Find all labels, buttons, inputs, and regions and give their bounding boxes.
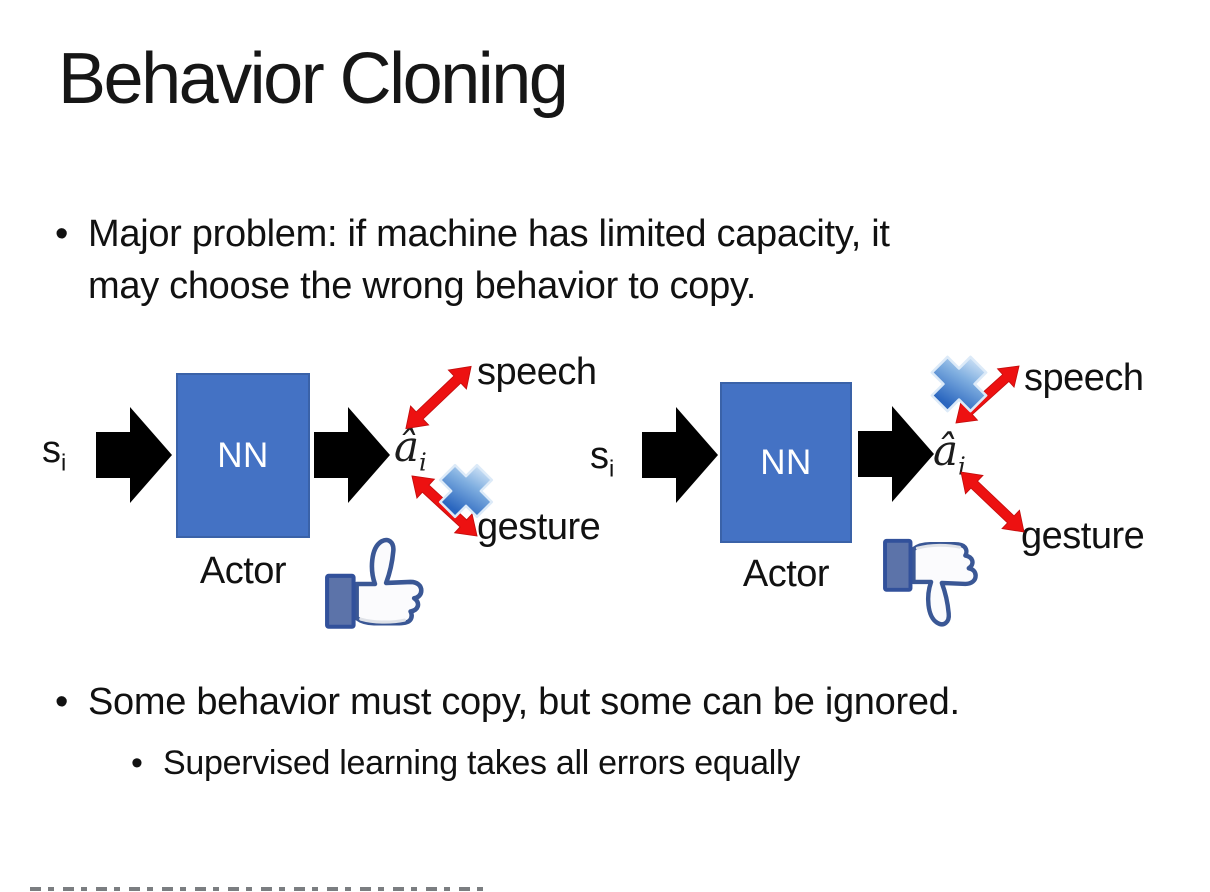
actor-label-left: Actor	[199, 550, 287, 592]
bullet-supervised-learning-text: Supervised learning takes all errors equ…	[163, 744, 800, 782]
thumbs-up-hand	[354, 537, 424, 626]
nn-label-left: NN	[217, 435, 269, 475]
slide-title: Behavior Cloning	[58, 39, 569, 119]
bullet-marker: •	[131, 744, 143, 782]
bullet-some-behavior-text: Some behavior must copy, but some can be…	[88, 681, 960, 723]
thumbs-down-hand	[911, 542, 978, 627]
bullet-marker: •	[55, 213, 69, 255]
gesture-label-left: gesture	[477, 506, 601, 548]
action-output-label-right: âi	[933, 426, 966, 481]
nn-box-left: NN	[176, 373, 310, 538]
clipped-text-fragment	[30, 887, 492, 891]
block-arrow-right-1	[642, 407, 718, 503]
block-arrow-left-2	[314, 407, 390, 503]
state-input-label-left: si	[42, 429, 67, 476]
nn-box-right: NN	[720, 382, 852, 543]
double-arrow-speech-right	[955, 365, 1020, 424]
bullet-major-problem-text: Major problem: if machine has limited ca…	[88, 213, 890, 308]
actor-label-right: Actor	[742, 553, 830, 595]
action-output-label-left: âi	[394, 422, 427, 477]
bullet-marker: •	[55, 681, 69, 723]
nn-label-right: NN	[760, 442, 812, 482]
thumbs-up-shade	[359, 617, 406, 624]
double-arrow-gesture-left	[411, 475, 478, 537]
block-arrow-left-1	[96, 407, 172, 503]
gesture-label-right: gesture	[1021, 515, 1145, 557]
bullet-major-problem: • Major problem: if machine has limited …	[55, 208, 1175, 312]
bullet-some-behavior: • Some behavior must copy, but some can …	[55, 678, 1205, 727]
thumbs-up-icon	[325, 537, 424, 629]
block-arrow-right-2	[858, 406, 934, 502]
thumbs-down-icon	[883, 538, 978, 627]
cross-out-icon-right	[930, 355, 988, 413]
thumbs-up-cuff	[325, 573, 356, 629]
state-input-label-right: si	[590, 435, 615, 482]
bullet-supervised-learning: • Supervised learning takes all errors e…	[131, 741, 1181, 785]
speech-label-left: speech	[477, 351, 597, 393]
thumbs-down-shade	[915, 543, 961, 550]
thumbs-down-cuff	[883, 538, 913, 592]
speech-label-right: speech	[1024, 357, 1144, 399]
